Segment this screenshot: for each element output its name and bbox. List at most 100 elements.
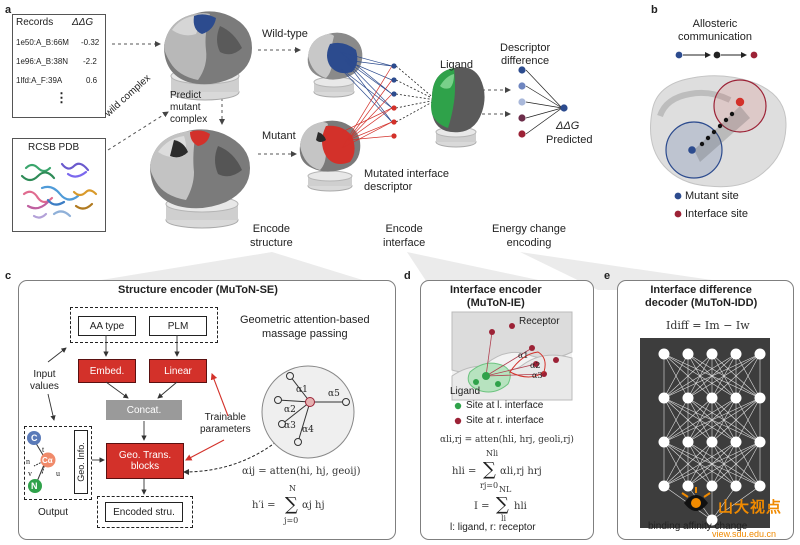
watermark-url: view.sdu.edu.cn bbox=[712, 529, 777, 539]
alpha-3: α3 bbox=[284, 421, 296, 431]
alpha-5: α5 bbox=[328, 389, 340, 399]
concat-box: Concat. bbox=[106, 400, 182, 420]
decoder-network-edges bbox=[658, 348, 766, 526]
mutated-interface-line-1: descriptor bbox=[364, 181, 413, 193]
nn-node bbox=[754, 480, 766, 492]
ligand-protein bbox=[431, 67, 485, 148]
stage-energy-change-line-1: encoding bbox=[506, 237, 552, 249]
equation-update-rhs: αj hj bbox=[302, 500, 325, 511]
record-id-0: 1e50:A_B:66M bbox=[16, 38, 69, 47]
legend-interface-site: Interface site bbox=[685, 208, 748, 220]
nn-node bbox=[658, 348, 670, 360]
predict-mutant-line-0: Predict bbox=[170, 90, 202, 101]
stage-encode-structure-line-1: structure bbox=[250, 237, 293, 249]
record-id-1: 1e96:A_B:38N bbox=[16, 57, 69, 66]
interface-diagram: α1 α2 α3 bbox=[451, 311, 573, 401]
nn-node bbox=[706, 348, 718, 360]
geometric-line-1: massage passing bbox=[262, 328, 348, 340]
records-box bbox=[12, 14, 106, 118]
descriptor-difference-line-0: Descriptor bbox=[500, 42, 551, 54]
equation-attention-d: αli,rj = atten(hli, hrj, geoli,rj) bbox=[440, 435, 574, 445]
allosteric-label: Allosteric communication bbox=[678, 18, 752, 44]
atom-n: N bbox=[31, 481, 38, 491]
nn-node bbox=[730, 392, 742, 404]
alpha-d-3: α3 bbox=[532, 371, 543, 380]
nn-node bbox=[706, 436, 718, 448]
nn-node bbox=[658, 480, 670, 492]
pdb-label: RCSB PDB bbox=[28, 142, 80, 153]
predict-mutant-label: Predict mutant complex bbox=[170, 90, 207, 126]
nn-node bbox=[730, 436, 742, 448]
mutant-protein bbox=[150, 129, 250, 229]
allosteric-line-0: Allosteric bbox=[692, 18, 738, 30]
stage-encode-interface-line-1: interface bbox=[383, 237, 426, 249]
linear-box: Linear bbox=[149, 359, 207, 383]
records-ellipsis: ⋮ bbox=[55, 90, 68, 105]
watermark-text: 山大视点 bbox=[718, 499, 783, 516]
allosteric-line-1: communication bbox=[678, 31, 752, 43]
nn-node bbox=[658, 436, 670, 448]
input-values-line-1: values bbox=[30, 381, 59, 392]
panel-e-footer: binding affinity change bbox=[648, 521, 748, 532]
nn-edge bbox=[663, 397, 713, 443]
nn-edge bbox=[735, 353, 761, 399]
geo-trans-line-1: blocks bbox=[130, 461, 160, 472]
stage-encode-interface-line-0: Encode bbox=[385, 223, 423, 235]
atom-c: C bbox=[31, 433, 38, 443]
panel-label-e: e bbox=[604, 270, 611, 282]
panel-label-c: c bbox=[5, 270, 12, 282]
predict-mutant-line-2: complex bbox=[170, 114, 208, 125]
site-r-interface-label: Site at r. interface bbox=[466, 415, 544, 426]
record-id-2: 1lfd:A_F:39A bbox=[16, 76, 63, 85]
wild-type-label: Wild-type bbox=[262, 28, 308, 40]
nn-edge bbox=[663, 397, 737, 443]
stage-energy-change: Energy change encoding bbox=[492, 222, 566, 250]
nn-edge bbox=[663, 441, 713, 487]
atom-ca: Cα bbox=[42, 456, 53, 465]
plm-box: PLM bbox=[149, 316, 207, 336]
site-l-interface-label: Site at l. interface bbox=[466, 400, 544, 411]
sigma-d-2-bottom: li bbox=[501, 514, 507, 523]
pdb-ribbons bbox=[20, 162, 98, 219]
nn-node bbox=[754, 436, 766, 448]
record-value-0: -0.32 bbox=[81, 38, 100, 47]
geo-info-dashed-box bbox=[24, 426, 92, 500]
sigma-c: ∑ bbox=[285, 494, 298, 515]
sigma-d-2-top: NL bbox=[499, 485, 512, 494]
predicted-label: Predicted bbox=[546, 134, 593, 146]
nn-edge bbox=[711, 485, 737, 521]
vec-n: n bbox=[26, 457, 30, 466]
vec-t: t bbox=[42, 445, 45, 454]
nn-node bbox=[682, 480, 694, 492]
nn-edge bbox=[711, 353, 761, 399]
geo-trans-line-0: Geo. Trans. bbox=[118, 450, 172, 461]
panel-label-b: b bbox=[651, 4, 658, 16]
stage-encode-structure-line-0: Encode bbox=[252, 223, 291, 235]
nn-node bbox=[682, 436, 694, 448]
equation-attention-c: αij = atten(hi, hj, geoij) bbox=[242, 466, 361, 477]
trainable-line-1: parameters bbox=[200, 424, 251, 435]
panel-e-title-line-0: Interface difference bbox=[650, 284, 752, 296]
stage-encode-interface: Encode interface bbox=[383, 222, 425, 250]
equation-i-lhs: I = bbox=[474, 501, 490, 512]
nn-edge bbox=[663, 441, 689, 487]
alpha-d-2: α2 bbox=[530, 361, 541, 370]
ddg-header: ΔΔG bbox=[72, 17, 94, 28]
record-value-1: -2.2 bbox=[83, 57, 97, 66]
nn-edge bbox=[663, 441, 761, 487]
nn-node bbox=[730, 348, 742, 360]
nn-edge bbox=[711, 441, 761, 487]
nn-node bbox=[706, 392, 718, 404]
panel-label-a: a bbox=[5, 4, 12, 16]
nn-edge bbox=[687, 441, 761, 487]
alpha-1: α1 bbox=[296, 385, 308, 395]
trainable-line-0: Trainable bbox=[204, 412, 246, 423]
nn-edge bbox=[711, 485, 761, 521]
nn-edge bbox=[663, 353, 713, 399]
records-header: Records bbox=[16, 17, 54, 28]
descriptor-difference-label: Descriptor difference bbox=[500, 42, 550, 68]
equation-hl-lhs: hli = bbox=[452, 466, 477, 477]
nn-edge bbox=[663, 353, 737, 399]
nn-edge bbox=[663, 353, 761, 399]
